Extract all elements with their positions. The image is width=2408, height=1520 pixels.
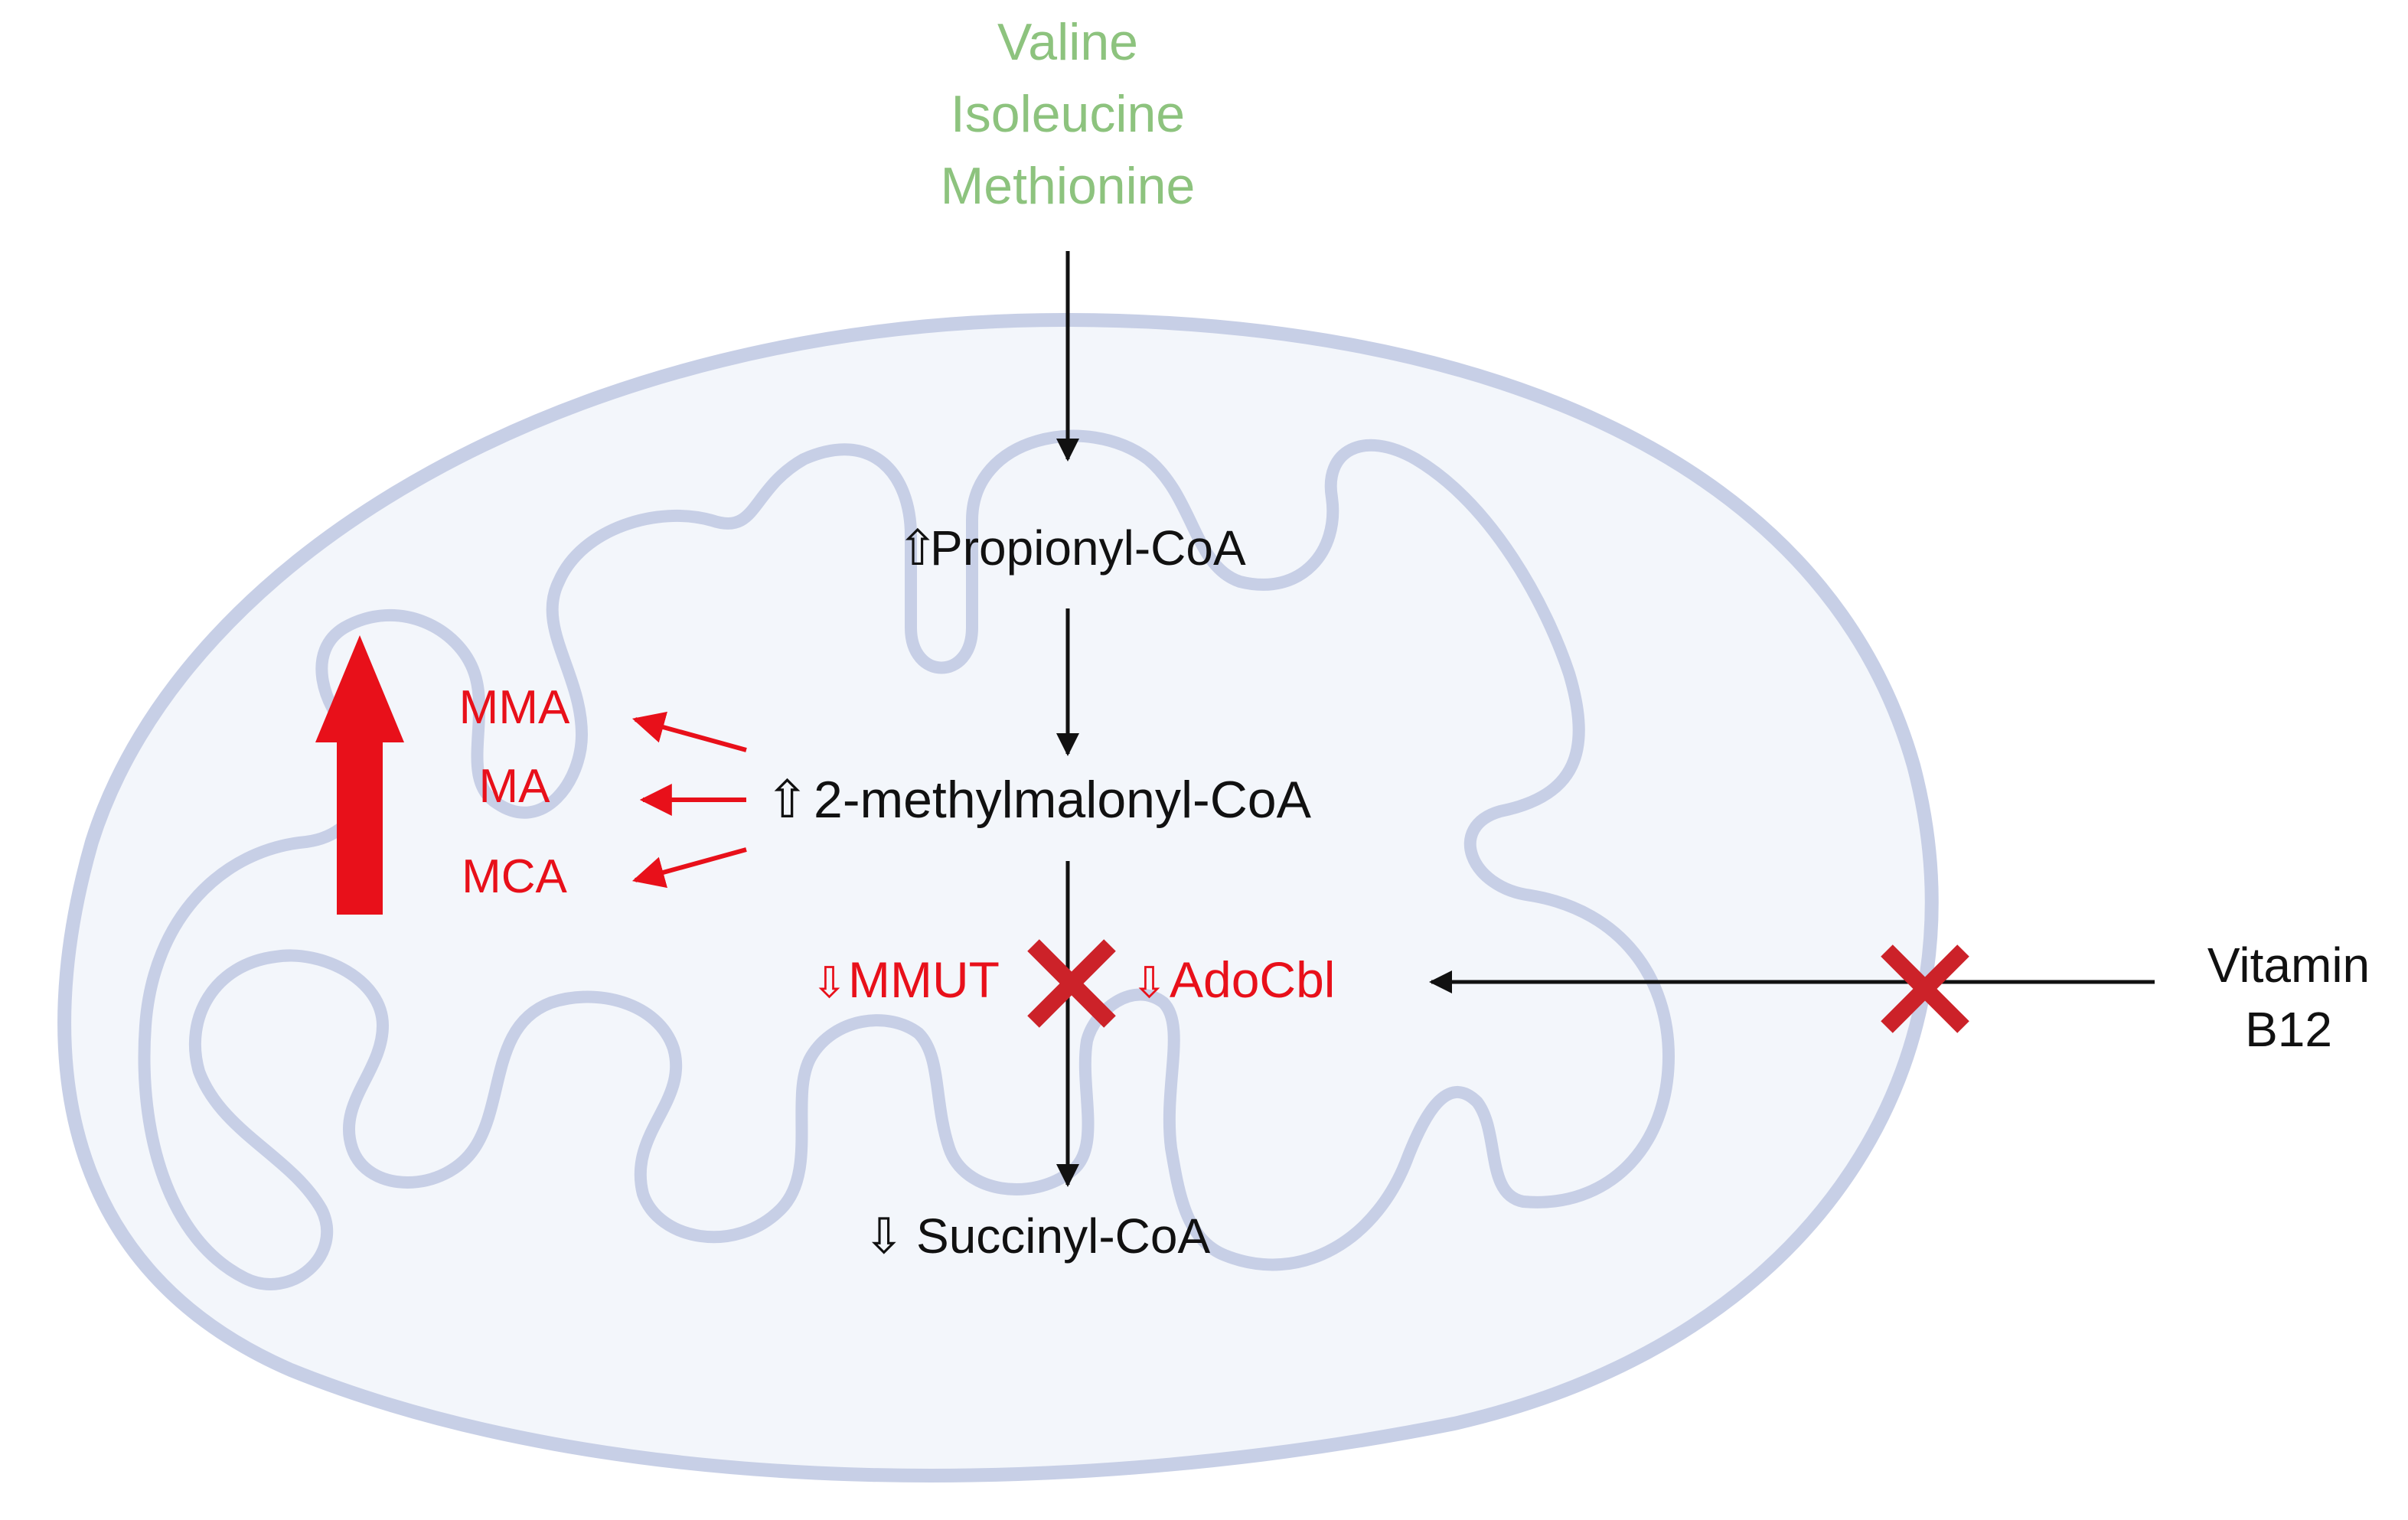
vitamin-b12-line1: Vitamin (2207, 938, 2370, 993)
adocbl-label: AdoCbl (1170, 951, 1335, 1008)
b12-block-cross (1881, 944, 1969, 1033)
increase-arrow (315, 635, 404, 915)
precursor-valine: Valine (997, 13, 1138, 71)
arrow-to-mca (631, 847, 747, 889)
arrow-to-mma (631, 711, 747, 752)
precursor-methionine: Methionine (941, 157, 1196, 215)
methylmalonyl-up-indicator: ⇧ (765, 771, 809, 829)
propionyl-coa-label: Propionyl-CoA (930, 520, 1246, 576)
outer-membrane (57, 312, 1939, 1482)
vitamin-b12-line2: B12 (2245, 1002, 2332, 1057)
mmut-down-indicator: ⇩ (811, 958, 847, 1006)
byproduct-mma: MMA (459, 681, 570, 734)
adocbl-down-indicator: ⇩ (1131, 958, 1167, 1006)
byproduct-mca: MCA (462, 850, 567, 903)
succinyl-down-indicator: ⇩ (863, 1208, 905, 1264)
succinyl-coa-label: Succinyl-CoA (916, 1208, 1210, 1264)
mmut-label: MMUT (848, 951, 1000, 1008)
propionyl-up-indicator: ⇧ (897, 520, 938, 576)
byproduct-ma: MA (479, 760, 551, 813)
mmut-block-cross (1027, 939, 1116, 1028)
precursor-isoleucine: Isoleucine (951, 85, 1185, 143)
methylmalonyl-coa-label: 2-methylmalonyl-CoA (814, 771, 1312, 829)
